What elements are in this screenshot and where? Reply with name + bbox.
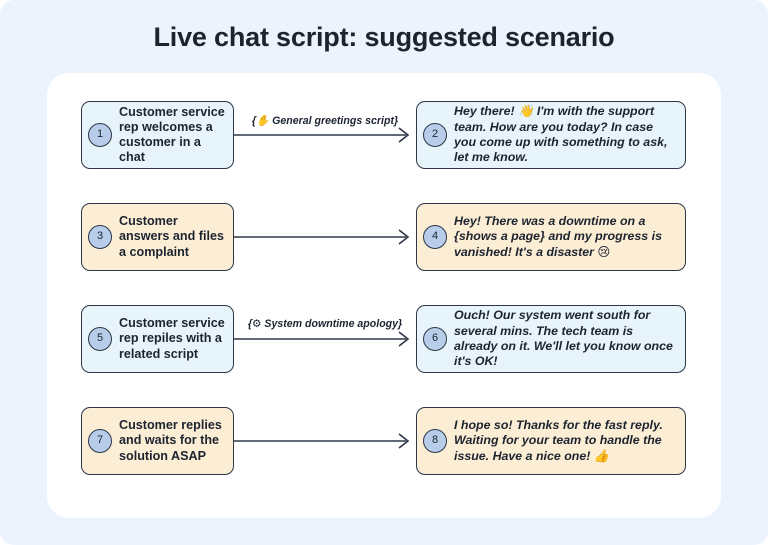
flow-row: 7 Customer replies and waits for the sol… xyxy=(47,407,721,475)
flow-node-3-text: Customer answers and files a complaint xyxy=(119,214,224,259)
flow-node-5-text: Customer service rep repiles with a rela… xyxy=(119,316,225,361)
flow-row: 1 Customer service rep welcomes a custom… xyxy=(47,101,721,169)
flow-node-3[interactable]: 3 Customer answers and files a complaint xyxy=(81,203,234,271)
arrow-right-icon xyxy=(234,433,410,449)
flow-node-1-text: Customer service rep welcomes a customer… xyxy=(119,104,225,165)
flow-row: 5 Customer service rep repiles with a re… xyxy=(47,305,721,373)
step-badge-8: 8 xyxy=(423,429,447,453)
step-badge-3: 3 xyxy=(88,225,112,249)
arrow-right-icon xyxy=(234,331,410,347)
arrow-right-icon xyxy=(234,127,410,143)
flow-node-8-text: I hope so! Thanks for the fast reply. Wa… xyxy=(454,417,663,463)
flow-node-1[interactable]: 1 Customer service rep welcomes a custom… xyxy=(81,101,234,169)
flow-node-7-text: Customer replies and waits for the solut… xyxy=(119,418,222,463)
flow-node-2[interactable]: 2 Hey there! 👋 I'm with the support team… xyxy=(416,101,686,169)
flow-diagram: 1 Customer service rep welcomes a custom… xyxy=(47,73,721,518)
flow-arrow-3-label: {⚙ System downtime apology} xyxy=(247,318,403,330)
step-badge-7: 7 xyxy=(88,429,112,453)
flow-node-6-text: Ouch! Our system went south for several … xyxy=(454,308,673,369)
flow-node-8[interactable]: 8 I hope so! Thanks for the fast reply. … xyxy=(416,407,686,475)
step-badge-4: 4 xyxy=(423,225,447,249)
flow-node-2-text: Hey there! 👋 I'm with the support team. … xyxy=(454,104,668,165)
page-title: Live chat script: suggested scenario xyxy=(153,22,615,52)
flow-node-4[interactable]: 4 Hey! There was a downtime on a {shows … xyxy=(416,203,686,271)
flow-node-5[interactable]: 5 Customer service rep repiles with a re… xyxy=(81,305,234,373)
flow-node-4-text-after: and my progress is vanished! It's a disa… xyxy=(454,229,662,259)
flow-arrow-2 xyxy=(234,203,416,271)
flow-node-4-text-before: Hey! There was a downtime on a xyxy=(454,213,646,228)
step-badge-2: 2 xyxy=(423,123,447,147)
step-badge-1: 1 xyxy=(88,123,112,147)
flow-card: 1 Customer service rep welcomes a custom… xyxy=(47,73,721,518)
flow-node-4-text-emphasis: {shows a page} xyxy=(454,229,545,244)
arrow-right-icon xyxy=(234,229,410,245)
flow-node-7[interactable]: 7 Customer replies and waits for the sol… xyxy=(81,407,234,475)
flow-node-4-text: Hey! There was a downtime on a {shows a … xyxy=(454,214,677,260)
step-badge-6: 6 xyxy=(423,327,447,351)
flow-arrow-1: {✋ General greetings script} xyxy=(234,101,416,169)
flow-node-6[interactable]: 6 Ouch! Our system went south for severa… xyxy=(416,305,686,373)
flow-arrow-1-label: {✋ General greetings script} xyxy=(251,115,399,127)
flow-row: 3 Customer answers and files a complaint… xyxy=(47,203,721,271)
flow-arrow-3: {⚙ System downtime apology} xyxy=(234,305,416,373)
flow-arrow-4 xyxy=(234,407,416,475)
step-badge-5: 5 xyxy=(88,327,112,351)
